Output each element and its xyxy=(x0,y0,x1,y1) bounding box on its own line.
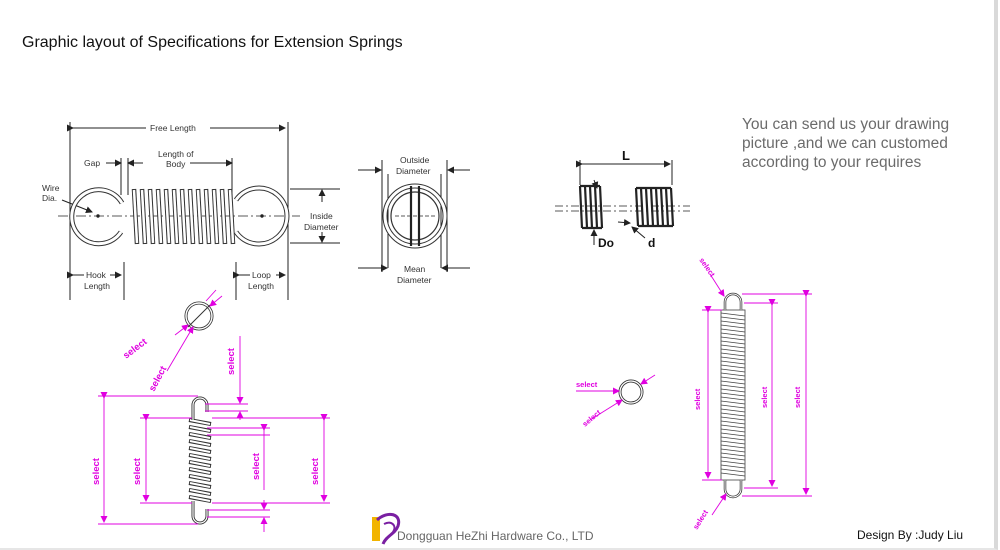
wire-dia-label-1: Wire xyxy=(42,183,60,193)
simple-spring-length-diagram xyxy=(555,160,690,245)
select-bottom-hook-label: select xyxy=(691,508,710,531)
select-hook-gap-label: select xyxy=(226,347,237,375)
select-overall-length-label: select xyxy=(793,386,802,408)
select-id-label: select xyxy=(581,408,603,429)
select-od-label: select xyxy=(576,380,598,389)
wire-dia-label-2: Dia. xyxy=(42,193,57,203)
length-of-body-label-2: Body xyxy=(166,159,186,169)
length-l-label: L xyxy=(622,148,630,163)
select-body-length-right-label: select xyxy=(693,388,702,410)
outside-diameter-label-1: Outside xyxy=(400,155,430,165)
customization-note: You can send us your drawing picture ,an… xyxy=(742,116,950,171)
length-of-body-label-1: Length of xyxy=(158,149,194,159)
company-name: Dongguan HeZhi Hardware Co., LTD xyxy=(397,529,594,543)
outer-diameter-do-label: Do xyxy=(598,236,614,250)
free-length-label: Free Length xyxy=(150,123,196,133)
loop-length-label-1: Loop xyxy=(252,270,271,280)
company-logo xyxy=(372,512,401,545)
outside-diameter-label-2: Diameter xyxy=(396,166,431,176)
select-free-length-label: select xyxy=(91,457,102,485)
loop-length-label-2: Length xyxy=(248,281,274,291)
hook-length-label-2: Length xyxy=(84,281,110,291)
hook-length-label-1: Hook xyxy=(86,270,107,280)
select-top-hook-label: select xyxy=(697,256,717,279)
left-selection-spring xyxy=(98,289,330,532)
page-title: Graphic layout of Specifications for Ext… xyxy=(22,34,403,51)
select-outer-length-label: select xyxy=(310,457,321,485)
spring-end-view-diagram xyxy=(358,160,470,272)
extension-spring-spec-diagram xyxy=(58,122,340,300)
right-selection-spring xyxy=(576,273,812,516)
gap-label: Gap xyxy=(84,158,100,168)
mean-diameter-label-2: Diameter xyxy=(397,275,432,285)
inside-diameter-label-2: Diameter xyxy=(304,222,339,232)
mean-diameter-label-1: Mean xyxy=(404,264,426,274)
inside-diameter-label-1: Inside xyxy=(310,211,333,221)
wire-d-label: d xyxy=(648,236,655,250)
select-wire-label-2: select xyxy=(147,364,170,394)
select-inner-length-label: select xyxy=(760,386,769,408)
select-body-length-label: select xyxy=(132,457,143,485)
designer-credit: Design By :Judy Liu xyxy=(857,528,964,542)
select-wire-label-1: select xyxy=(121,336,150,361)
select-coil-pitch-label: select xyxy=(251,452,262,480)
